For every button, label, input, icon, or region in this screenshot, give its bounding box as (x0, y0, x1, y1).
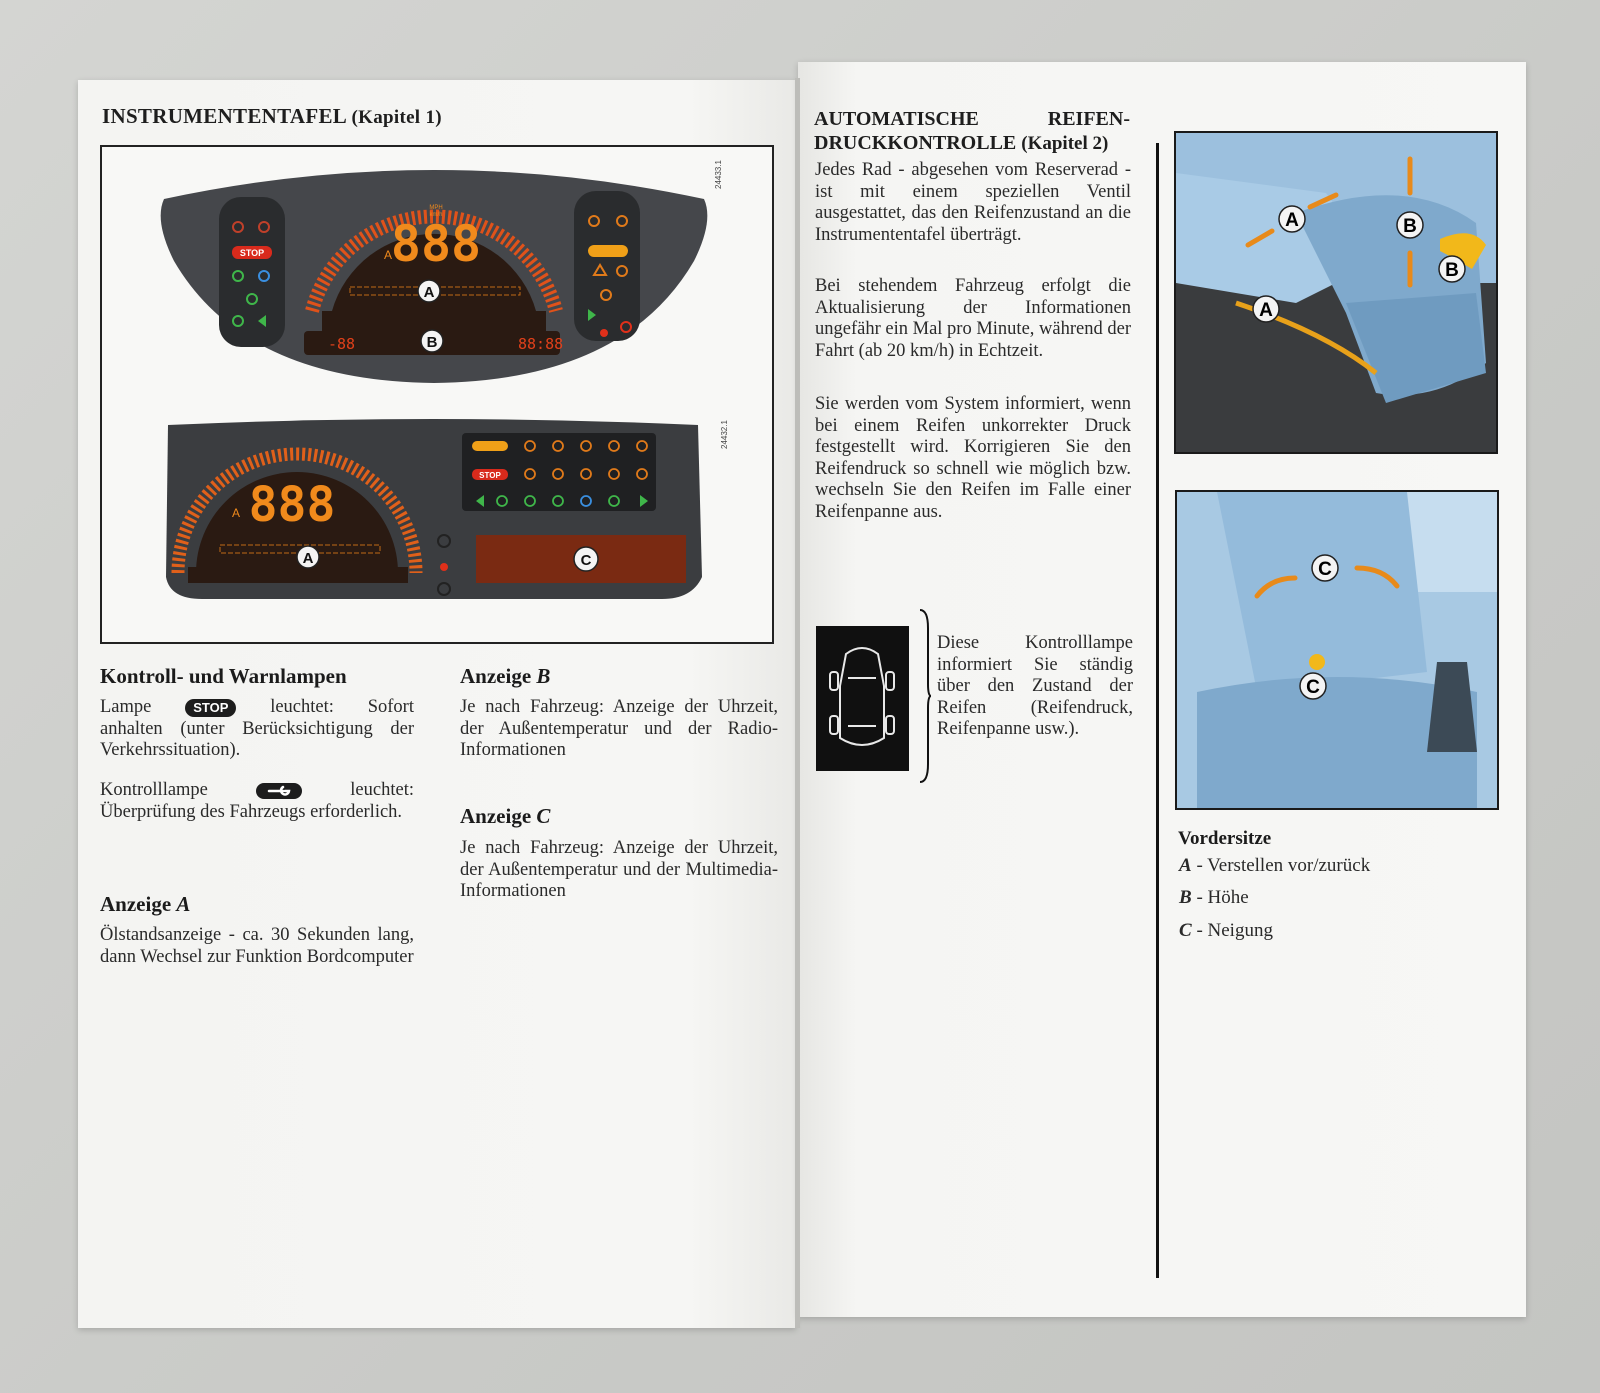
svg-text:A: A (232, 506, 240, 520)
car-tyre-icon (829, 647, 895, 746)
stop-lamp-text: STOP (240, 248, 264, 258)
legend-b: B - Höhe (1179, 887, 1249, 908)
lamp-note: Diese Kontrolllampe informiert Sie ständ… (937, 633, 1133, 739)
callout-c: C (581, 552, 592, 569)
speed-digits-lower: 888 (249, 477, 336, 533)
column-rule (1156, 143, 1159, 1278)
svg-text:A: A (384, 248, 392, 262)
anzeige-c-heading: Anzeige C (460, 804, 551, 828)
clock-readout: 88:88 (518, 335, 563, 353)
seat-callout-c: C (1318, 559, 1332, 580)
anzeige-a-text: Ölstandsanzeige - ca. 30 Sekunden lang, … (100, 925, 414, 967)
anzeige-b-text: Je nach Fahrzeug: Anzeige der Uhrzeit, d… (460, 697, 778, 760)
seat-callout-b: B (1403, 216, 1417, 237)
seat-photo-bottom: C C (1175, 490, 1499, 810)
book-spine (795, 78, 800, 1328)
dashboard-lower: A 888 A STOP C (166, 419, 702, 599)
legend-c: C - Neigung (1179, 920, 1273, 941)
callout-b: B (427, 334, 438, 351)
anzeige-b-heading: Anzeige B (460, 664, 551, 688)
tyre-warning-lamp (816, 626, 909, 771)
wrench-icon (256, 782, 303, 799)
curly-brace (919, 609, 932, 783)
seat-callout-a: A (1285, 210, 1299, 231)
instrument-panel-figure: 24433.1 24432.1 STOP A 888 MPH km/h -88 (100, 145, 774, 644)
seat-callout-b2: B (1445, 260, 1459, 281)
anzeige-a-heading: Anzeige A (100, 892, 191, 916)
callout-a: A (424, 284, 435, 301)
seats-heading: Vordersitze (1178, 828, 1272, 849)
tpms-paragraph-3: Sie werden vom System informiert, wenn b… (815, 394, 1131, 522)
temp-readout: -88 (328, 335, 355, 353)
stop-lamp-text-lower: STOP (479, 471, 501, 480)
tpms-paragraph-2: Bei stehendem Fahrzeug erfolgt die Aktua… (815, 276, 1131, 361)
figure-number: 24432.1 (720, 420, 729, 449)
figure-number: 24433.1 (714, 160, 723, 189)
lamps-heading: Kontroll- und Warnlampen (100, 664, 347, 688)
seat-callout-c2: C (1306, 677, 1320, 698)
seat-photo-top: A B B A (1174, 131, 1498, 454)
lamp-wrench-paragraph: Kontrolllampe leuchtet: Überprüfung des … (100, 780, 414, 822)
unit-kmh: km/h (429, 212, 442, 218)
legend-a: A - Verstellen vor/zurück (1179, 855, 1371, 876)
left-page-title: INSTRUMENTENTAFEL (Kapitel 1) (102, 104, 442, 128)
seat-callout-a2: A (1259, 300, 1273, 321)
lamp-stop-paragraph: Lampe STOP leuchtet: Sofort anhalten (un… (100, 697, 414, 760)
dashboard-upper: STOP A 888 MPH km/h -88 88:88 A B (160, 170, 708, 383)
callout-a-lower: A (303, 550, 314, 567)
stop-badge: STOP (185, 698, 237, 717)
anzeige-c-text: Je nach Fahrzeug: Anzeige der Uhrzeit, d… (460, 838, 778, 901)
speed-digits: 888 (391, 215, 481, 273)
tpms-paragraph-1: Jedes Rad - abgesehen vom Reserverad - i… (815, 160, 1131, 245)
unit-mph: MPH (429, 205, 442, 211)
